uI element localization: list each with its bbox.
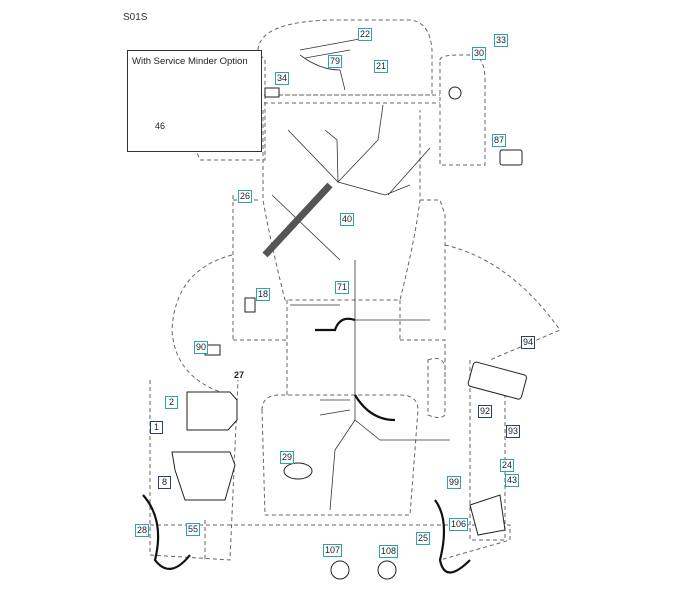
left-fender: [171, 254, 233, 396]
battery-shape: [186, 391, 238, 431]
callout-46[interactable]: 46: [155, 121, 166, 131]
callout-30[interactable]: 30: [472, 47, 487, 60]
hood-outline: [257, 19, 433, 96]
battery-box-shape: [171, 451, 236, 501]
callout-2[interactable]: 2: [165, 396, 178, 409]
callout-1[interactable]: 1: [150, 421, 163, 434]
callout-55[interactable]: 55: [186, 523, 201, 536]
ground-cable: [142, 494, 191, 570]
relay-shape: [499, 149, 523, 166]
callout-92[interactable]: 92: [478, 405, 493, 418]
battery-cable-lower: [354, 394, 396, 422]
wire-clip-shape: [283, 462, 313, 480]
callout-28[interactable]: 28: [135, 524, 150, 537]
callout-34[interactable]: 34: [275, 72, 290, 85]
callout-93[interactable]: 93: [506, 425, 521, 438]
callout-18[interactable]: 18: [256, 288, 271, 301]
light-switch-shape: [264, 87, 280, 98]
reverse-switch-shape: [377, 560, 397, 580]
left-chassis: [232, 195, 260, 340]
callout-71[interactable]: 71: [335, 281, 350, 294]
harness-wires: [271, 37, 450, 511]
harness-branch-3: [387, 147, 431, 196]
callout-99[interactable]: 99: [447, 476, 462, 489]
h-branch-1: [290, 304, 430, 321]
diagram-code: S01S: [123, 12, 148, 23]
harness-branch-2: [324, 104, 384, 183]
ignition-switch-shape: [448, 86, 462, 100]
callout-22[interactable]: 22: [358, 28, 373, 41]
hood-band: [250, 94, 440, 104]
callout-26[interactable]: 26: [238, 190, 253, 203]
dash-panel-outline: [262, 110, 421, 301]
callout-33[interactable]: 33: [494, 34, 509, 47]
callout-25[interactable]: 25: [416, 532, 431, 545]
callout-90[interactable]: 90: [194, 341, 209, 354]
service-minder-inset: With Service Minder Option 46: [127, 50, 262, 152]
rear-cable: [315, 317, 356, 332]
callout-87[interactable]: 87: [492, 134, 507, 147]
callout-107[interactable]: 107: [323, 544, 343, 557]
callout-108[interactable]: 108: [379, 545, 399, 558]
lower-branches: [319, 399, 450, 511]
headlight-wire: [299, 37, 366, 91]
pto-switch-shape: [330, 560, 350, 580]
callout-106[interactable]: 106: [449, 518, 469, 531]
harness-branch-1: [287, 129, 411, 196]
frame-outlines: [149, 19, 561, 561]
components: [162, 86, 527, 580]
callout-94[interactable]: 94: [521, 336, 536, 349]
callout-79[interactable]: 79: [328, 55, 343, 68]
callout-8[interactable]: 8: [158, 476, 171, 489]
lower-box: [261, 394, 419, 516]
inset-title: With Service Minder Option: [132, 56, 248, 67]
right-chassis: [420, 199, 446, 330]
cross-wire: [271, 194, 341, 261]
callout-21[interactable]: 21: [374, 60, 389, 73]
callout-27[interactable]: 27: [234, 370, 245, 380]
callout-29[interactable]: 29: [280, 451, 295, 464]
callout-40[interactable]: 40: [340, 213, 355, 226]
deck-outline: [233, 300, 446, 395]
callout-24[interactable]: 24: [500, 459, 515, 472]
main-harness-tube: [262, 182, 333, 258]
right-fender: [444, 244, 561, 361]
strap-outline: [427, 357, 446, 418]
right-panel-outline: [439, 54, 486, 166]
solenoid-shape: [469, 494, 506, 536]
seat-switch-shape: [244, 297, 256, 313]
heavy-cables: [142, 182, 471, 574]
starter-cable: [434, 499, 471, 574]
lower-band: [150, 524, 511, 561]
callout-43[interactable]: 43: [505, 474, 520, 487]
interlock-module-shape: [467, 361, 527, 400]
